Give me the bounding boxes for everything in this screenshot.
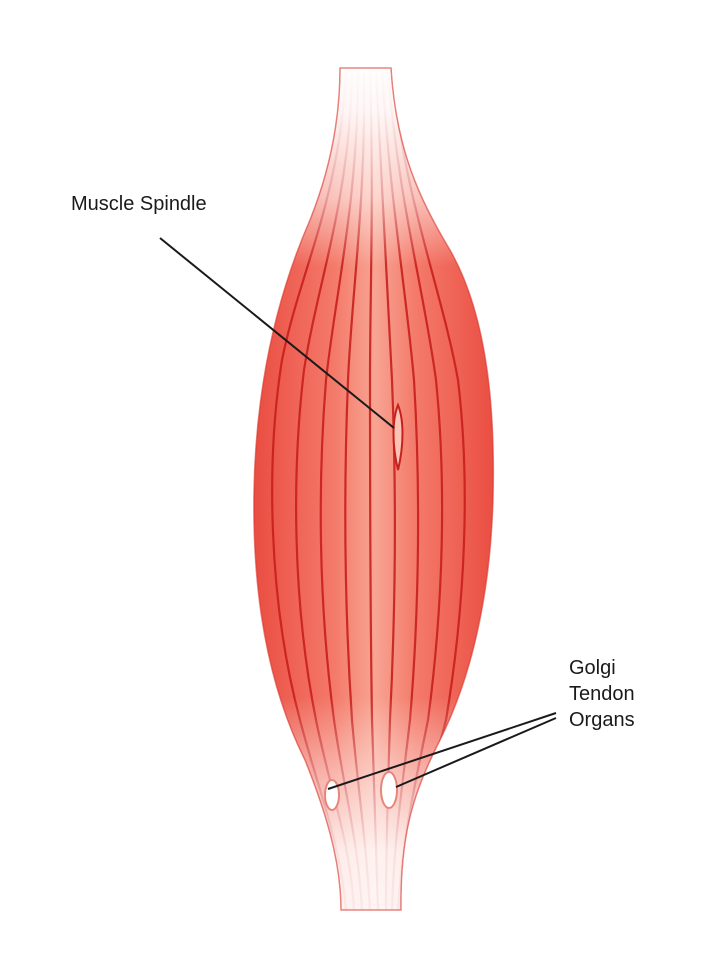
golgi-tendon-organs-label: Golgi Tendon Organs [569,655,635,733]
golgi-leader-line-2 [395,717,557,788]
muscle-spindle-label: Muscle Spindle [71,193,207,215]
golgi-label-line-3: Organs [569,709,635,731]
spindle-leader-line [159,237,395,429]
muscle-spindle [392,402,404,471]
golgi-label-line-2: Tendon [569,683,635,705]
muscle-outline [253,67,495,911]
golgi-leader-line-1 [327,712,557,790]
leader-lines [159,237,557,790]
muscle-body [253,68,494,910]
golgi-label-line-1: Golgi [569,657,616,679]
